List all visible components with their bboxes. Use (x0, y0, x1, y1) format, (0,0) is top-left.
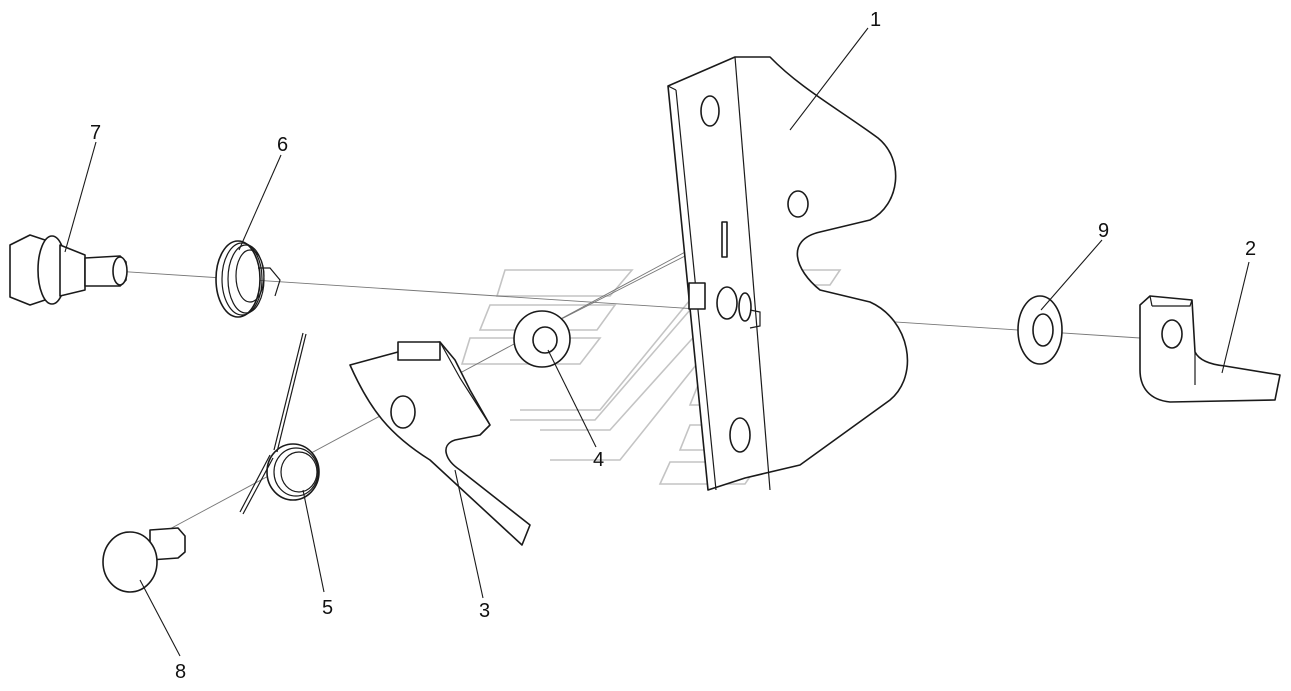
pin-part-8 (102, 527, 186, 593)
callout-9: 9 (1098, 220, 1109, 242)
callout-3: 3 (479, 600, 490, 622)
callout-labels: 1 2 3 4 5 6 7 8 9 (90, 9, 1256, 683)
callout-4: 4 (593, 449, 604, 471)
callout-8: 8 (175, 661, 186, 683)
latch-plate-part-3 (349, 341, 531, 546)
callout-2: 2 (1245, 238, 1256, 260)
callout-5: 5 (322, 597, 333, 619)
washer-part-9 (1017, 295, 1063, 365)
torsion-spring-part-5 (239, 332, 320, 515)
callout-6: 6 (277, 134, 288, 156)
bracket-part-1 (667, 56, 909, 491)
coil-spring-part-6 (215, 240, 281, 318)
washer-part-4 (513, 310, 571, 368)
assembly-axes (99, 149, 1141, 546)
callout-1: 1 (870, 9, 881, 31)
l-bracket-part-2 (1139, 295, 1281, 403)
callout-7: 7 (90, 122, 101, 144)
bolt-part-7 (9, 234, 128, 306)
leader-lines (64, 27, 1250, 657)
